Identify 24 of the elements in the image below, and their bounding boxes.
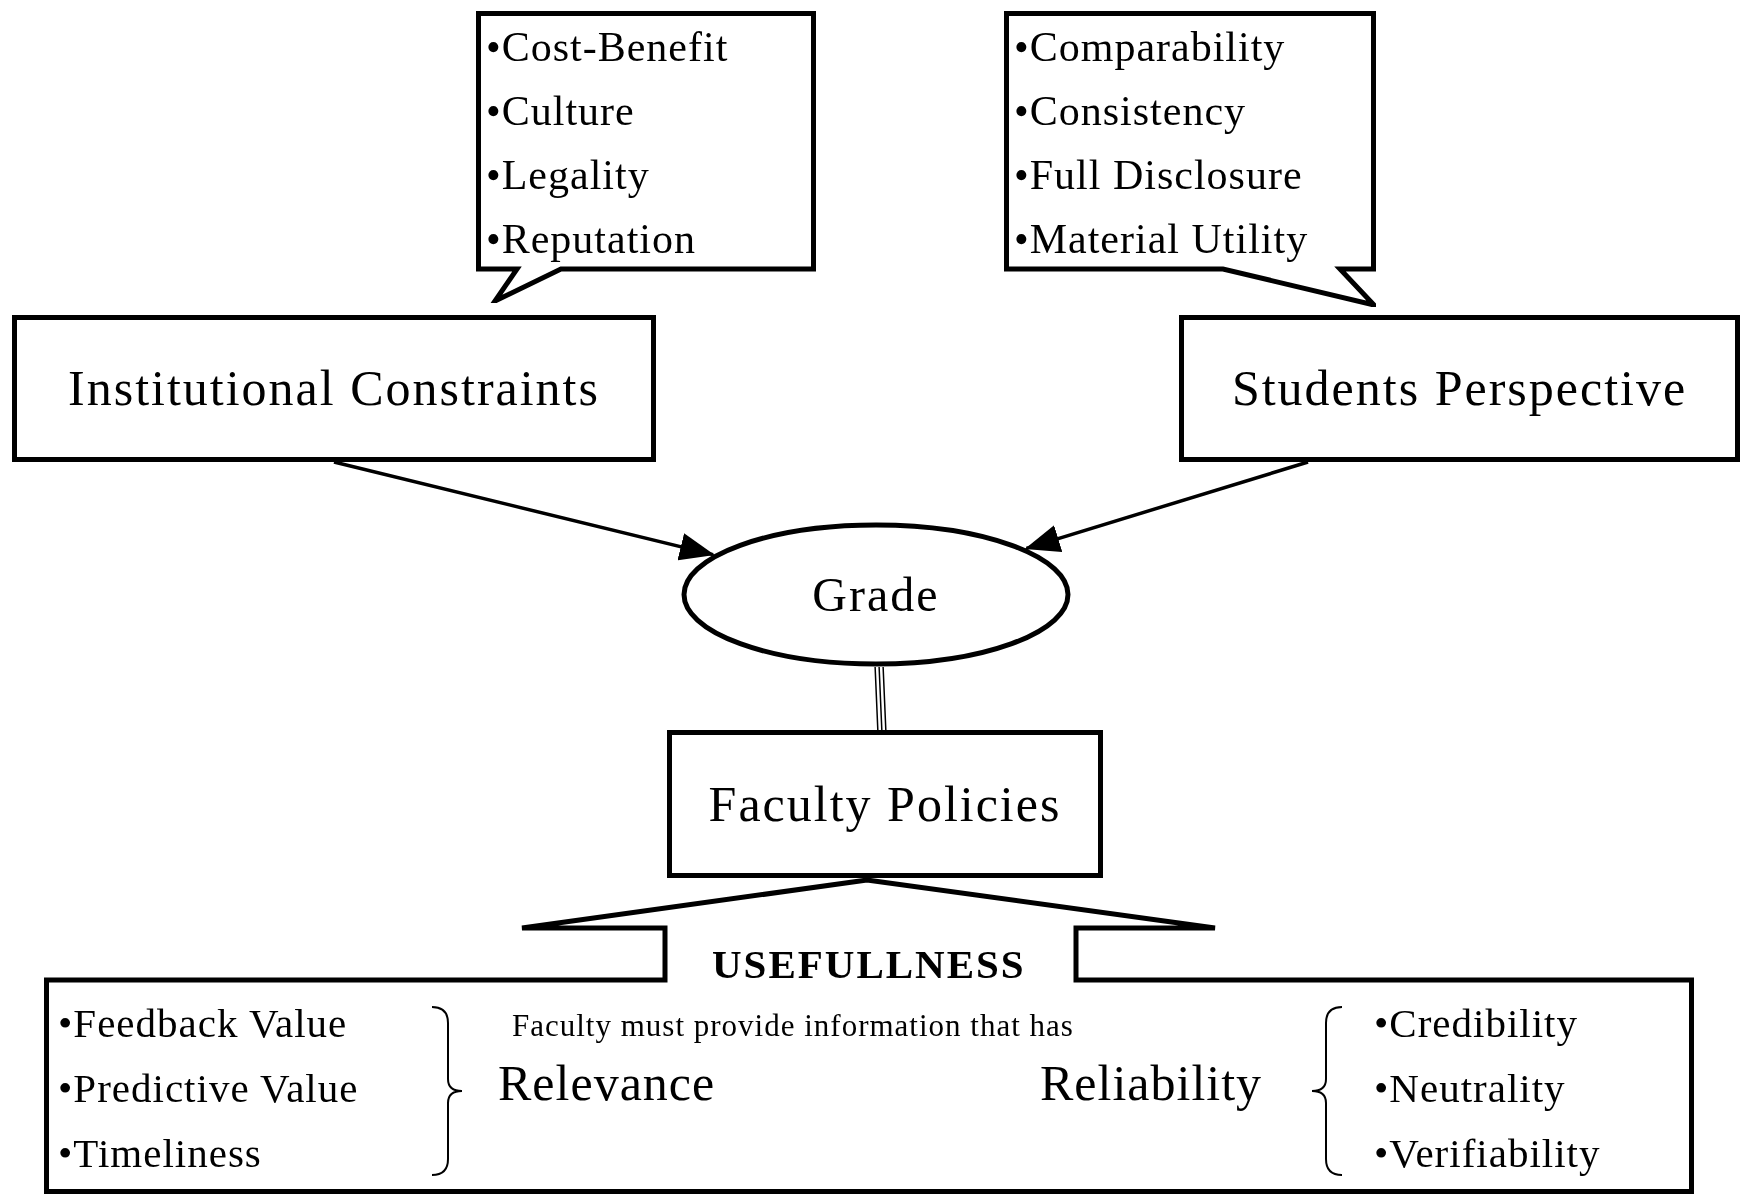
arrow	[333, 460, 715, 561]
category-label: Relevance	[498, 1058, 716, 1108]
bullet-item: •Legality	[486, 151, 651, 200]
bullet-item: •Verifiability	[1374, 1133, 1601, 1174]
node-label: Faculty Policies	[708, 774, 1062, 834]
bullet-item: •Consistency	[1014, 87, 1248, 136]
node-label: Grade	[812, 566, 940, 623]
bullet-item: •Culture	[486, 87, 636, 136]
heading: USEFULLNESS	[712, 944, 1026, 985]
bullet-item: •Credibility	[1374, 1003, 1578, 1044]
bullet-item: •Full Disclosure	[1014, 151, 1304, 200]
node-label: Students Perspective	[1231, 359, 1688, 418]
bullet-item: •Timeliness	[58, 1133, 262, 1174]
node-label: Institutional Constraints	[68, 359, 600, 418]
bullet-item: •Comparability	[1014, 23, 1287, 72]
bullet-item: •Cost-Benefit	[486, 23, 729, 72]
bullet-item: •Material Utility	[1014, 215, 1309, 264]
arrow	[1024, 460, 1309, 552]
bullet-item: •Neutrality	[1374, 1068, 1566, 1109]
connector-line	[874, 666, 887, 731]
bullet-item: •Feedback Value	[58, 1003, 348, 1044]
description-text: Faculty must provide information that has	[512, 1010, 1074, 1041]
bullet-item: •Predictive Value	[58, 1068, 359, 1109]
bullet-item: •Reputation	[486, 215, 697, 264]
